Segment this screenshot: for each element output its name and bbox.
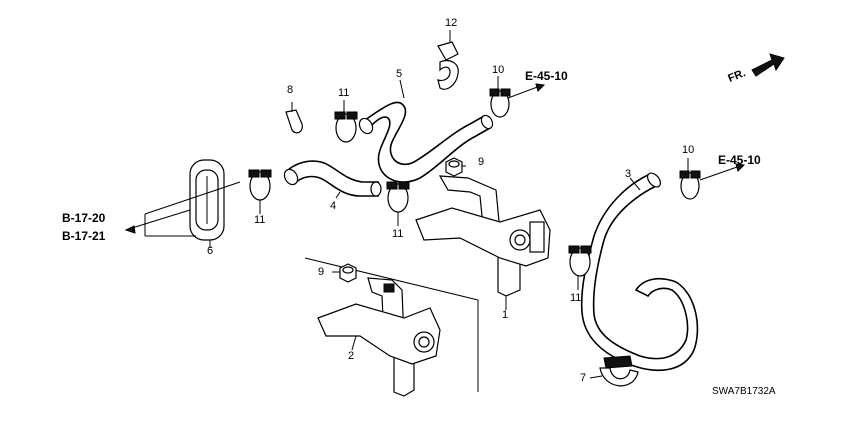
hose-4 <box>283 160 382 197</box>
callout-6: 6 <box>207 245 214 257</box>
callout-8: 8 <box>287 84 294 96</box>
clip-7 <box>599 355 639 387</box>
callout-11-d: 11 <box>570 292 582 304</box>
arrow-b <box>124 209 191 234</box>
diagram-code: SWA7B1732A <box>712 386 776 397</box>
grommet-6 <box>144 159 241 241</box>
callout-12: 12 <box>445 17 458 29</box>
clamp-11-b <box>248 169 272 201</box>
ref-e-45-10-right: E-45-10 <box>718 153 761 167</box>
clip-8 <box>285 102 303 134</box>
callout-4: 4 <box>330 200 337 212</box>
bracket-2 <box>317 277 441 397</box>
clip-12 <box>437 30 459 90</box>
hose-5 <box>358 101 494 183</box>
ref-b-17-21: B-17-21 <box>62 229 106 243</box>
clamp-11-a <box>334 111 358 143</box>
clamp-11-d <box>568 245 592 277</box>
nut-9-a <box>445 157 463 177</box>
callout-11-b: 11 <box>254 214 266 226</box>
callout-7: 7 <box>580 372 587 384</box>
ref-e-45-10-top: E-45-10 <box>525 69 568 83</box>
ref-b-17-20: B-17-20 <box>62 211 106 225</box>
callout-10-b: 10 <box>682 144 695 156</box>
callout-10-a: 10 <box>492 64 505 76</box>
callout-1: 1 <box>502 309 509 321</box>
callout-11-a: 11 <box>338 87 350 99</box>
bracket-1 <box>415 175 551 306</box>
callout-11-c: 11 <box>392 228 404 240</box>
callout-5: 5 <box>396 68 403 80</box>
hose-3 <box>580 172 699 372</box>
callout-9-a: 9 <box>478 156 485 168</box>
arrow-e-top <box>507 83 546 99</box>
fr-arrow-icon <box>751 53 785 77</box>
clamp-11-c <box>386 181 410 213</box>
arrow-e-right <box>699 163 746 181</box>
callout-3: 3 <box>625 168 632 180</box>
divider-lines <box>304 257 479 392</box>
nut-9-b <box>339 263 357 283</box>
clamp-10-b <box>679 170 701 200</box>
leader-lines <box>209 76 689 379</box>
clamp-10-a <box>489 88 511 118</box>
callout-2: 2 <box>348 350 355 362</box>
callout-9-b: 9 <box>318 266 325 278</box>
